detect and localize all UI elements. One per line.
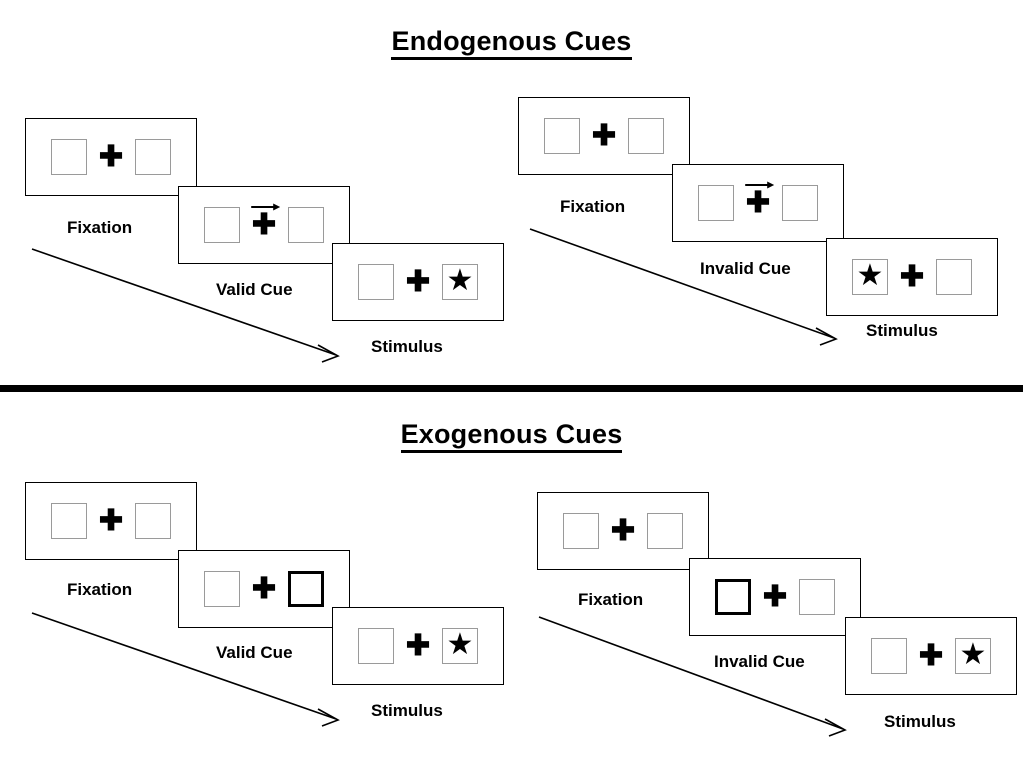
exo-valid-cue-left-box [204,571,240,607]
exogenous-section-title: Exogenous Cues [0,419,1023,453]
exo-valid-fixation-right-box [135,503,171,539]
exo-invalid-stimulus-right-box: ★ [955,638,991,674]
endo-valid-cue-center: ✚ [240,203,288,247]
fixation-cross-icon: ✚ [98,504,124,537]
fixation-cross-icon: ✚ [591,119,617,152]
endo-invalid-fixation-right-box [628,118,664,154]
fixation-cross-icon: ✚ [251,208,277,241]
endo-valid-cue-left-box [204,207,240,243]
exo-valid-stimulus-right-box: ★ [442,628,478,664]
exo-invalid-fixation-center: ✚ [599,509,647,553]
exo-invalid-cue-content: ✚ [715,575,835,619]
fixation-cross-icon: ✚ [610,514,636,547]
exo-valid-stimulus-frame: ✚ ★ [332,607,504,685]
exo-valid-fixation-center: ✚ [87,499,135,543]
exo-invalid-cue-center: ✚ [751,575,799,619]
target-star-icon: ★ [856,259,884,292]
endo-valid-stimulus-left-box [358,264,394,300]
endo-invalid-cue-center: ✚ [734,181,782,225]
endo-valid-stimulus-content: ✚ ★ [358,260,478,304]
exo-valid-stimulus-left-box [358,628,394,664]
endo-valid-fixation-center: ✚ [87,135,135,179]
target-star-icon: ★ [446,264,474,297]
exo-invalid-fixation-frame: ✚ [537,492,709,570]
exo-valid-cue-right-box-highlighted [288,571,324,607]
exo-valid-cue-caption: Valid Cue [216,643,293,662]
endo-valid-cue-right-box [288,207,324,243]
endo-invalid-fixation-content: ✚ [544,114,664,158]
exo-invalid-stimulus-left-box [871,638,907,674]
endo-invalid-fixation-left-box [544,118,580,154]
fixation-cross-icon: ✚ [745,186,771,219]
exo-valid-fixation-left-box [51,503,87,539]
exo-invalid-fixation-content: ✚ [563,509,683,553]
exo-invalid-fixation-caption: Fixation [578,590,644,609]
endo-valid-stimulus-caption: Stimulus [371,337,443,356]
endo-valid-cue-frame: ✚ [178,186,350,264]
endo-valid-fixation-content: ✚ [51,135,171,179]
exo-invalid-stimulus-caption: Stimulus [884,712,956,731]
exogenous-title-text: Exogenous Cues [400,419,623,453]
endo-invalid-cue-left-box [698,185,734,221]
exo-invalid-stimulus-frame: ✚ ★ [845,617,1017,695]
target-star-icon: ★ [959,638,987,671]
exo-valid-stimulus-center: ✚ [394,624,442,668]
exo-valid-fixation-content: ✚ [51,499,171,543]
exo-valid-fixation-caption: Fixation [67,580,133,599]
endo-invalid-cue-caption: Invalid Cue [700,259,791,278]
fixation-cross-icon: ✚ [918,639,944,672]
cue-arrow-right-icon [250,202,281,214]
endo-valid-fixation-right-box [135,139,171,175]
exo-invalid-cue-right-box [799,579,835,615]
endogenous-section-title: Endogenous Cues [0,26,1023,60]
exo-valid-cue-content: ✚ [204,567,324,611]
exo-valid-stimulus-caption: Stimulus [371,701,443,720]
endo-invalid-stimulus-right-box [936,259,972,295]
section-divider [0,385,1023,392]
endo-invalid-stimulus-caption: Stimulus [866,321,938,340]
exo-invalid-cue-left-box-highlighted [715,579,751,615]
exo-invalid-cue-caption: Invalid Cue [714,652,805,671]
endo-invalid-cue-content: ✚ [698,181,818,225]
endo-invalid-stimulus-frame: ★ ✚ [826,238,998,316]
cue-arrow-right-icon [744,180,775,192]
fixation-cross-icon: ✚ [405,629,431,662]
exo-invalid-stimulus-content: ✚ ★ [871,634,991,678]
exo-valid-fixation-frame: ✚ [25,482,197,560]
endo-valid-stimulus-frame: ✚ ★ [332,243,504,321]
exo-valid-cue-frame: ✚ [178,550,350,628]
fixation-cross-icon: ✚ [405,265,431,298]
endo-invalid-stimulus-center: ✚ [888,255,936,299]
endo-valid-cue-content: ✚ [204,203,324,247]
endo-valid-fixation-caption: Fixation [67,218,133,237]
exo-invalid-stimulus-center: ✚ [907,634,955,678]
endo-invalid-fixation-center: ✚ [580,114,628,158]
endo-valid-stimulus-center: ✚ [394,260,442,304]
exo-valid-cue-center: ✚ [240,567,288,611]
fixation-cross-icon: ✚ [251,572,277,605]
exo-invalid-cue-frame: ✚ [689,558,861,636]
exo-valid-stimulus-content: ✚ ★ [358,624,478,668]
endo-valid-fixation-frame: ✚ [25,118,197,196]
endo-valid-cue-caption: Valid Cue [216,280,293,299]
endo-invalid-stimulus-content: ★ ✚ [852,255,972,299]
endo-invalid-stimulus-left-box: ★ [852,259,888,295]
endo-invalid-fixation-frame: ✚ [518,97,690,175]
exo-invalid-fixation-left-box [563,513,599,549]
endo-invalid-fixation-caption: Fixation [560,197,626,216]
endo-invalid-time-arrow [528,225,848,350]
target-star-icon: ★ [446,628,474,661]
endogenous-title-text: Endogenous Cues [391,26,632,60]
endo-invalid-cue-frame: ✚ [672,164,844,242]
endo-valid-stimulus-right-box: ★ [442,264,478,300]
endo-invalid-cue-right-box [782,185,818,221]
endo-valid-fixation-left-box [51,139,87,175]
fixation-cross-icon: ✚ [98,140,124,173]
fixation-cross-icon: ✚ [762,580,788,613]
fixation-cross-icon: ✚ [899,260,925,293]
exo-invalid-fixation-right-box [647,513,683,549]
